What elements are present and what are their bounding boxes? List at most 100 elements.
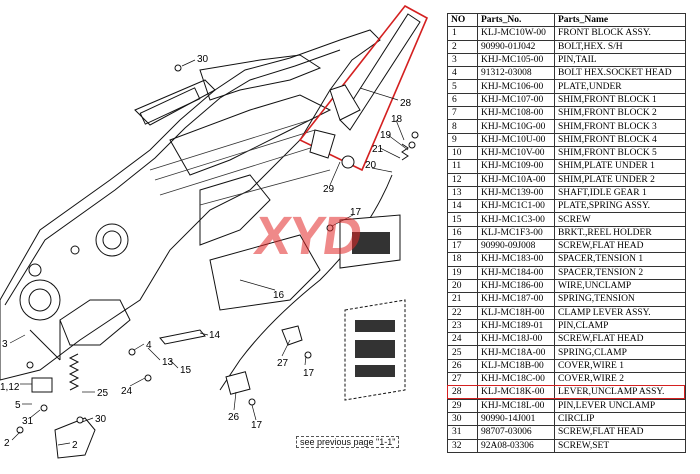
parts-no-cell: KHJ-MC10V-00 bbox=[477, 145, 555, 161]
callout-label: 14 bbox=[209, 330, 221, 341]
parts-name-cell: SHIM,PLATE UNDER 2 bbox=[554, 172, 686, 187]
parts-no-cell: KHJ-MC18L-00 bbox=[477, 398, 555, 413]
column-header-parts-no: Parts_No. bbox=[477, 12, 555, 28]
parts-no-cell: KLJ-MC18B-00 bbox=[477, 358, 555, 374]
part-number-cell: 1 bbox=[447, 26, 478, 41]
callout-label: 24 bbox=[121, 386, 133, 397]
parts-name-cell: SPRING,TENSION bbox=[554, 292, 686, 307]
parts-no-cell: KHJ-MC10U-00 bbox=[477, 132, 555, 147]
part-number-cell: 3 bbox=[447, 52, 478, 68]
part-number-cell: 23 bbox=[447, 318, 478, 334]
parts-no-cell: KLJ-MC18H-00 bbox=[477, 305, 555, 320]
callout-label: 2 bbox=[4, 438, 10, 449]
parts-no-cell: KHJ-MC18A-00 bbox=[477, 345, 555, 360]
see-previous-page-note: see previous page "1-1" bbox=[296, 436, 400, 448]
parts-name-cell: CIRCLIP bbox=[554, 411, 686, 427]
part-number-cell: 16 bbox=[447, 225, 478, 241]
callout-label: 1,12 bbox=[0, 382, 20, 393]
parts-no-cell: KLJ-MC1F3-00 bbox=[477, 225, 555, 241]
parts-no-cell: KLJ-MC10W-00 bbox=[477, 26, 555, 41]
part-number-cell: 13 bbox=[447, 185, 478, 201]
part-number-cell: 31 bbox=[447, 425, 478, 440]
parts-name-cell: BOLT HEX.SOCKET HEAD bbox=[554, 66, 686, 81]
part-number-cell: 17 bbox=[447, 239, 478, 254]
parts-no-cell: KHJ-MC109-00 bbox=[477, 159, 555, 174]
part-number-cell: 22 bbox=[447, 305, 478, 320]
part-number-cell: 24 bbox=[447, 332, 478, 347]
parts-no-cell: 98707-03006 bbox=[477, 425, 555, 440]
callout-labels: 30 28 18 19 21 20 29 17 16 14 13 4 15 24… bbox=[0, 54, 412, 451]
parts-name-cell: SCREW,SET bbox=[554, 438, 686, 453]
parts-no-cell: KHJ-MC18C-00 bbox=[477, 372, 555, 387]
callout-label: 5 bbox=[15, 400, 21, 411]
parts-no-cell: KHJ-MC105-00 bbox=[477, 52, 555, 68]
callout-label: 16 bbox=[273, 290, 285, 301]
callout-label: 4 bbox=[146, 340, 152, 351]
parts-name-cell: FRONT BLOCK ASSY. bbox=[554, 26, 686, 41]
parts-no-cell: 90990-09J008 bbox=[477, 239, 555, 254]
parts-no-cell: KHJ-MC1C3-00 bbox=[477, 212, 555, 227]
part-number-cell: 32 bbox=[447, 438, 478, 453]
parts-name-cell: SHIM,FRONT BLOCK 3 bbox=[554, 119, 686, 134]
label-plates bbox=[339, 214, 406, 401]
parts-no-cell: KHJ-MC186-00 bbox=[477, 278, 555, 294]
feeder-body bbox=[0, 29, 381, 381]
part-number-cell: 25 bbox=[447, 345, 478, 360]
parts-no-cell: KHJ-MC1C1-00 bbox=[477, 199, 555, 214]
exploded-parts-diagram: 30 28 18 19 21 20 29 17 16 14 13 4 15 24… bbox=[0, 4, 429, 459]
callout-label: 26 bbox=[228, 412, 240, 423]
callout-label: 17 bbox=[303, 368, 315, 379]
part-number-cell: 8 bbox=[447, 119, 478, 134]
part-number-cell: 4 bbox=[447, 66, 478, 81]
parts-name-cell: PIN,TAIL bbox=[554, 52, 686, 68]
column-header-no: NO bbox=[447, 12, 478, 28]
part-number-cell: 26 bbox=[447, 358, 478, 374]
parts-name-cell: CLAMP LEVER ASSY. bbox=[554, 305, 686, 320]
parts-name-cell: SHIM,FRONT BLOCK 5 bbox=[554, 145, 686, 161]
callout-label: 28 bbox=[400, 98, 412, 109]
parts-no-cell: KLJ-MC18K-00 bbox=[477, 385, 555, 400]
parts-name-cell: BOLT,HEX. S/H bbox=[554, 39, 686, 54]
callout-label: 13 bbox=[162, 357, 174, 368]
callout-label: 17 bbox=[350, 207, 362, 218]
parts-no-cell: KHJ-MC107-00 bbox=[477, 92, 555, 108]
parts-name-cell: SPACER,TENSION 2 bbox=[554, 265, 686, 280]
part-number-cell: 20 bbox=[447, 278, 478, 294]
parts-no-cell: KHJ-MC106-00 bbox=[477, 79, 555, 94]
parts-no-cell: KHJ-MC184-00 bbox=[477, 265, 555, 280]
part-number-cell: 27 bbox=[447, 372, 478, 387]
parts-name-cell: SPACER,TENSION 1 bbox=[554, 252, 686, 267]
part-number-cell: 14 bbox=[447, 199, 478, 214]
parts-name-cell: SHIM,FRONT BLOCK 2 bbox=[554, 106, 686, 121]
callout-label: 27 bbox=[277, 358, 289, 369]
callout-label: 29 bbox=[323, 184, 335, 195]
small-parts bbox=[16, 64, 334, 459]
parts-name-cell: COVER,WIRE 1 bbox=[554, 358, 686, 374]
parts-name-cell: SCREW,FLAT HEAD bbox=[554, 239, 686, 254]
parts-no-cell: 90990-01J042 bbox=[477, 39, 555, 54]
parts-no-cell: KHJ-MC10A-00 bbox=[477, 172, 555, 187]
